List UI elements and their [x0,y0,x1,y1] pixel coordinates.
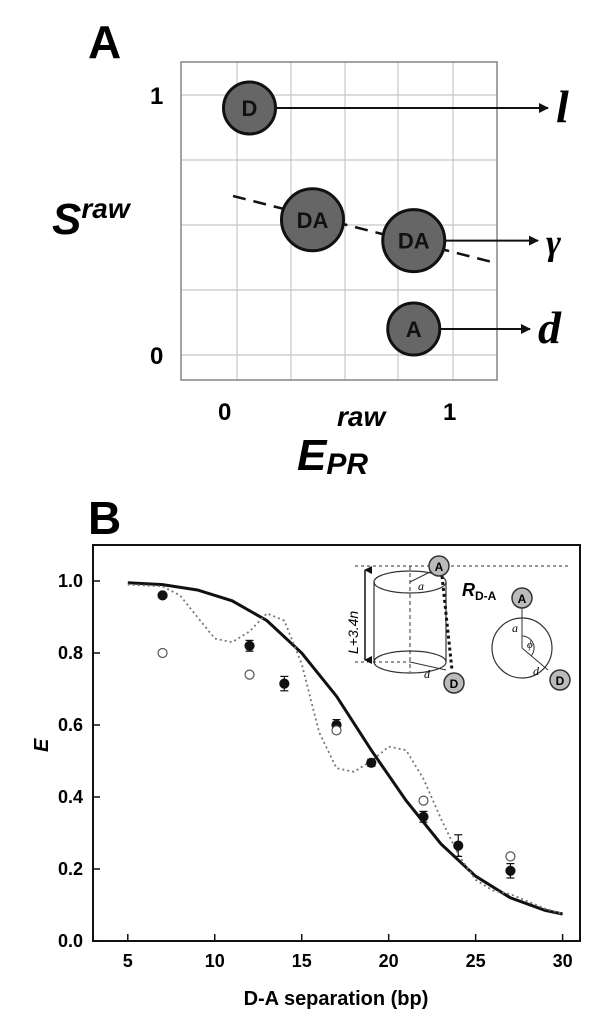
point-filled-7 [505,865,516,876]
topview-donor-label: D [556,674,565,688]
point-filled-4 [366,757,377,768]
topview-donor [549,669,571,691]
point-filled-2 [279,678,290,689]
panel-b: B 5 10 15 20 25 30 0.0 0.2 0.4 0.6 0.8 1.0 E D-A se… [31,492,581,1010]
y-tick-label-0: 0.0 [58,931,83,951]
panel-a-frame [180,61,498,381]
species-label-0: D [242,96,258,121]
point-open-3 [418,795,429,806]
y-tick-label-4: 0.8 [58,643,83,663]
species-circle-1 [280,187,345,253]
rda-dotted-line [440,575,454,671]
topview-d-label: d [533,664,540,678]
x-tick-label-3: 20 [379,951,399,971]
y-tick-label-1: 0.2 [58,859,83,879]
y-tick-0: 0 [150,343,163,370]
y-axis-label: Sraw [52,193,132,244]
inset-distance-subscript: D-A [475,589,497,603]
y-tick-label-5: 1.0 [58,571,83,591]
panel-a-species: l D DA γ DA d A [222,80,569,357]
axis-ticks: 5 10 15 20 25 30 0.0 0.2 0.4 0.6 0.8 1.0 [58,571,573,971]
species-circle-3 [386,301,442,357]
y-tick-1: 1 [150,83,163,110]
y-axis-superscript: raw [81,193,131,224]
x-tick-label-4: 25 [466,951,486,971]
topview-a-label: a [512,621,518,635]
inset-donor [443,672,465,694]
y-axis-title: E [31,738,53,752]
plot-frame [92,544,581,942]
point-open-4 [505,851,516,862]
panel-a: A l D DA γ DA d A 1 0 0 1 Sraw EPR raw [52,16,569,481]
species-arrow-label-0: l [556,81,569,132]
inset-distance-symbol: R [462,580,475,600]
x-axis-superscript: raw [337,401,387,432]
species-arrow-label-3: d [538,302,562,353]
inset-acceptor-label: A [435,560,444,574]
topview-radius-d [521,647,549,671]
species-circle-0 [222,80,277,136]
topview-phi-label: ϕ [527,639,533,651]
panel-b-label: B [88,492,121,544]
point-open-0 [157,647,168,659]
x-axis-title: D-A separation (bp) [244,988,429,1010]
species-label-3: A [406,317,422,342]
inset-donor-label: D [450,677,459,691]
point-filled-6 [453,840,464,851]
x-tick-label-1: 10 [205,951,225,971]
point-filled-5 [418,811,429,822]
inset-acceptor [428,555,450,577]
x-tick-0: 0 [218,399,231,426]
x-axis-subscript: PR [326,448,368,481]
x-tick-label-2: 15 [292,951,312,971]
topview-acceptor-label: A [518,592,527,606]
series-lines [127,581,563,916]
y-axis-symbol: S [52,195,81,244]
species-label-1: DA [297,208,329,233]
inset-radius-d-label: d [424,667,431,681]
x-axis-symbol: E [297,431,328,480]
y-tick-label-2: 0.4 [58,787,83,807]
inset-height-label: L+3.4n [345,611,361,654]
inset-illustration: A D a d L+3.4n RD-A A D a ϕ d [345,555,571,694]
point-open-1 [244,669,255,680]
topview-acceptor [511,587,533,609]
point-filled-1 [244,640,255,651]
point-filled-0 [157,590,168,601]
species-label-2: DA [398,229,430,254]
topview-angle-arc [521,635,535,657]
species-arrow-label-2: γ [546,223,561,263]
y-tick-label-3: 0.6 [58,715,83,735]
inset-distance-label: RD-A [462,580,497,603]
series-points [157,590,516,879]
x-tick-label-0: 5 [123,951,133,971]
x-tick-1: 1 [443,399,456,426]
cylinder-radius-d [409,661,447,671]
cylinder-radius-a [409,569,435,583]
x-axis-label-base: EPR [297,431,368,481]
point-open-2 [331,725,342,736]
panel-a-label: A [88,16,121,68]
panel-a-dashed-line [232,194,493,264]
species-circle-2 [381,208,447,274]
x-tick-label-5: 30 [553,951,573,971]
inset-radius-a-label: a [418,579,424,593]
series-line-dotted [127,583,563,915]
series-line-solid [127,581,563,916]
